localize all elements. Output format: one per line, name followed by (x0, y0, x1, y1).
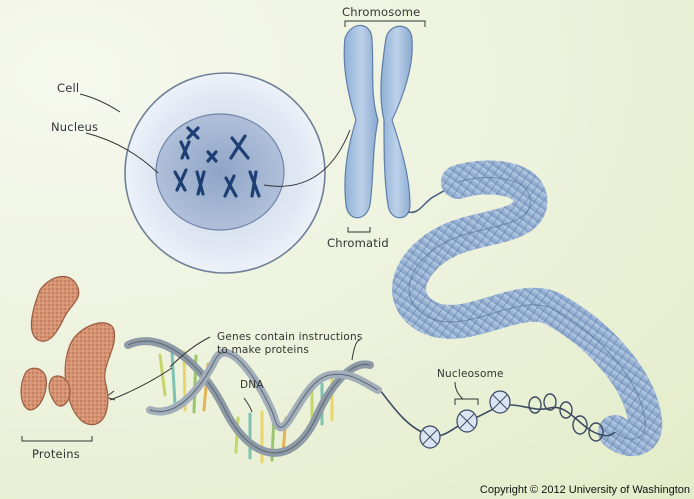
copyright-notice: Copyright © 2012 University of Washingto… (480, 484, 690, 496)
nucleosome-string (380, 390, 615, 448)
nucleus-label: Nucleus (51, 120, 98, 134)
chromosome-label: Chromosome (342, 5, 420, 19)
proteins (21, 276, 115, 424)
genes-label: Genes contain instructions (217, 331, 363, 343)
dna-helix (128, 341, 378, 462)
genes-label-line2: to make proteins (217, 344, 309, 356)
nucleosome-label: Nucleosome (437, 368, 504, 380)
chromatin-fiber (409, 177, 645, 439)
chromatid-label: Chromatid (327, 236, 389, 250)
cell (125, 73, 325, 273)
dna-label: DNA (240, 379, 264, 391)
proteins-label: Proteins (32, 447, 80, 461)
proteins-bracket (22, 436, 92, 441)
cell-label: Cell (57, 81, 79, 95)
chromosome (344, 21, 458, 232)
